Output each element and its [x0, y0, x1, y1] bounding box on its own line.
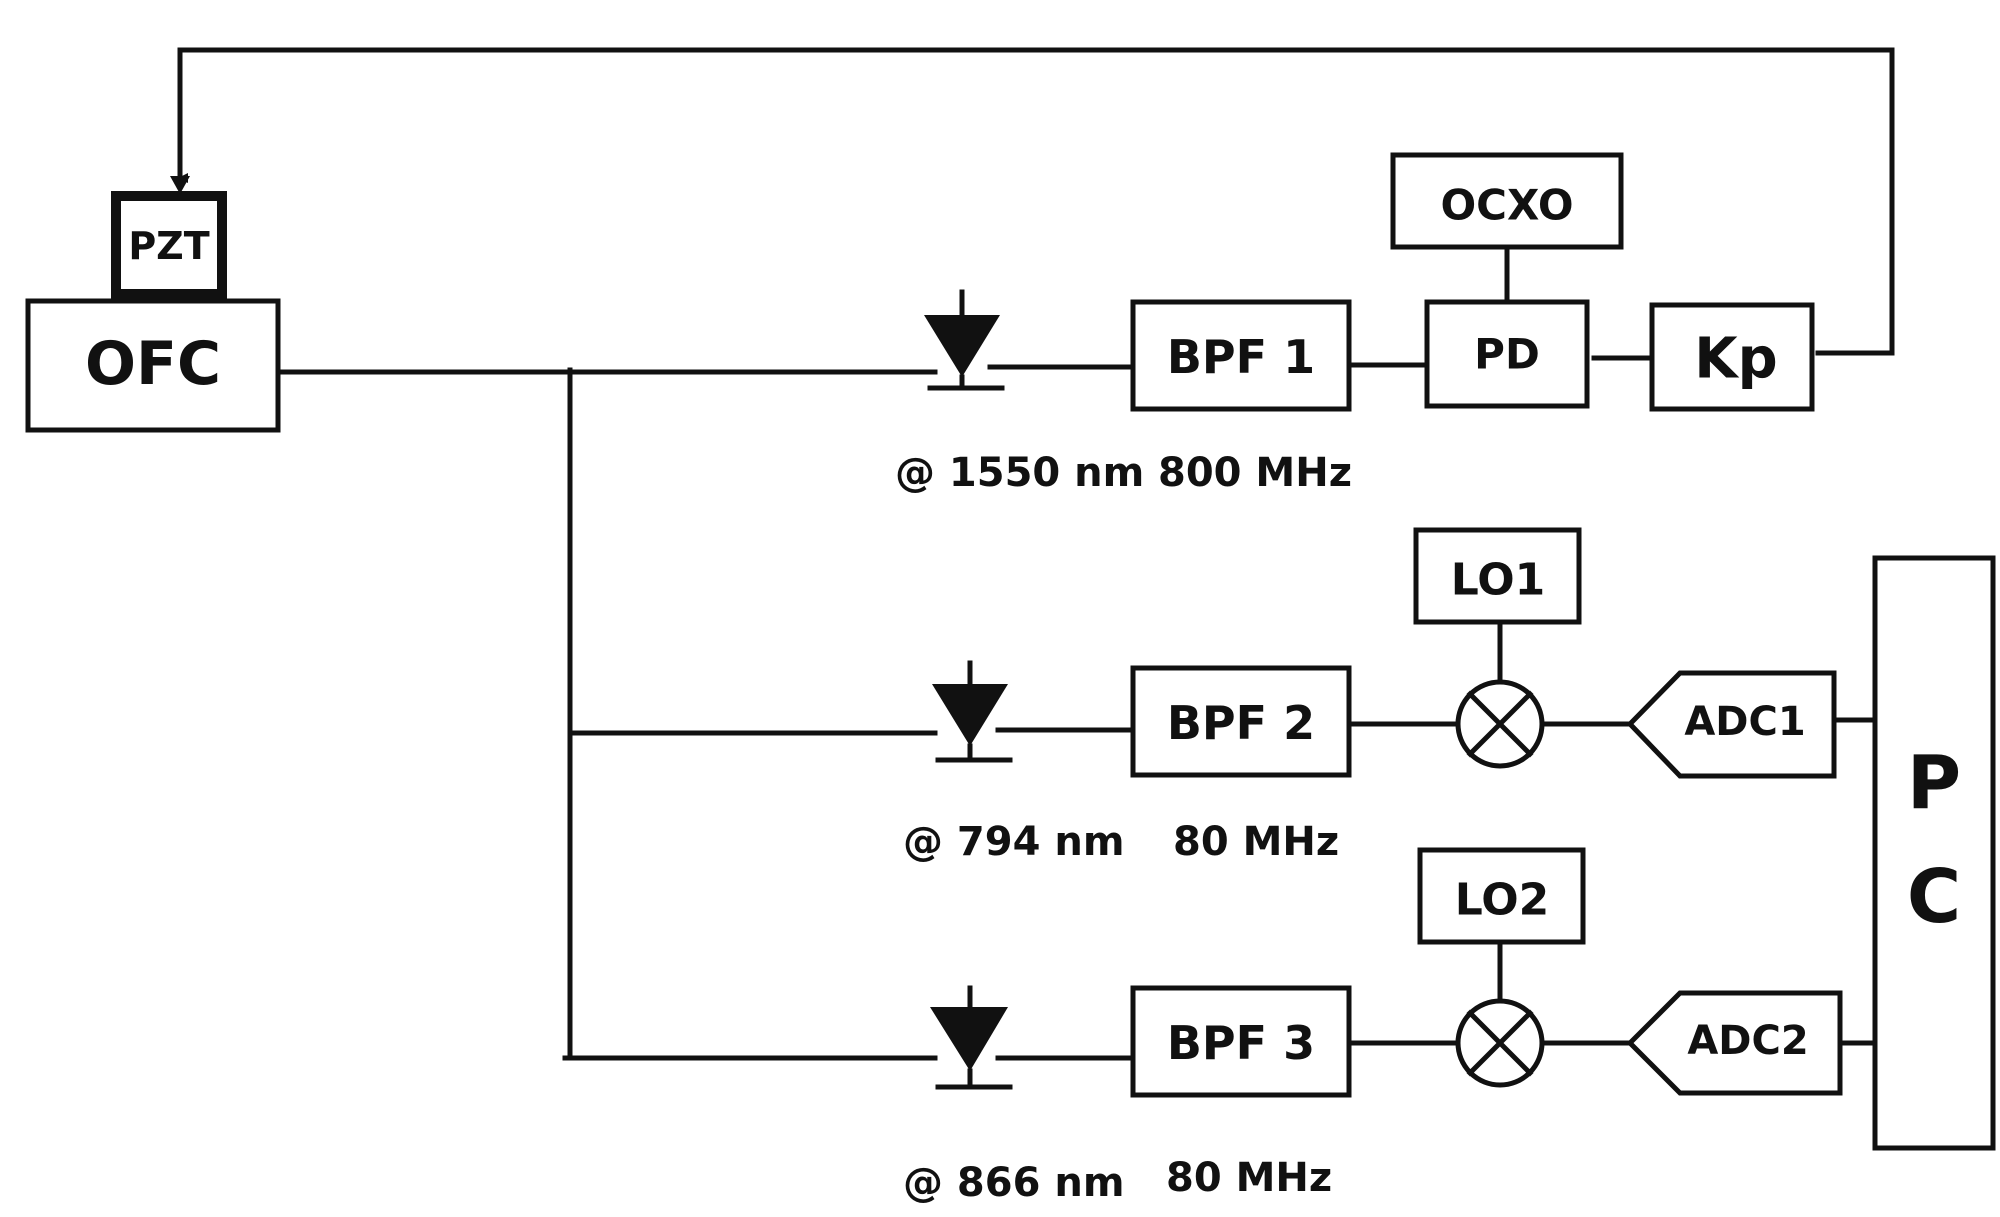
- adc2-block: ADC2: [1626, 990, 1843, 1096]
- frequency-caption-3: 80 MHz: [1166, 1155, 1332, 1201]
- mixer-1-icon: [1455, 679, 1545, 769]
- lo1-block: LO1: [1413, 527, 1582, 625]
- pc-label-top: P: [1907, 740, 1961, 826]
- photodiode-3-icon: [930, 985, 1013, 1090]
- feedback-line: [177, 47, 1895, 356]
- pzt-block: PZT: [111, 191, 227, 299]
- bpf3-block: BPF 3: [1130, 985, 1352, 1098]
- kp-block: Kp: [1649, 302, 1815, 412]
- mixer-2-icon: [1455, 998, 1545, 1088]
- wavelength-caption-2: @ 794 nm: [903, 819, 1125, 865]
- bpf1-block: BPF 1: [1130, 299, 1352, 412]
- frequency-caption-1: 800 MHz: [1158, 450, 1352, 496]
- adc1-label: ADC1: [1684, 699, 1805, 745]
- pd-block: PD: [1424, 299, 1590, 409]
- wavelength-caption-3: @ 866 nm: [903, 1160, 1125, 1206]
- lo2-label: LO2: [1455, 875, 1550, 926]
- lo1-label: LO1: [1451, 555, 1546, 606]
- ofc-block: OFC: [25, 298, 281, 433]
- bpf2-label: BPF 2: [1167, 696, 1315, 750]
- bpf2-block: BPF 2: [1130, 665, 1352, 778]
- pc-label-bottom: C: [1907, 854, 1961, 940]
- kp-label: Kp: [1694, 327, 1777, 392]
- wavelength-caption-1: @ 1550 nm: [895, 450, 1144, 496]
- photodiode-2-icon: [932, 660, 1013, 763]
- pd-label: PD: [1474, 330, 1540, 379]
- photodiode-1-icon: [924, 289, 1005, 391]
- adc2-label: ADC2: [1687, 1018, 1808, 1064]
- bpf3-label: BPF 3: [1167, 1016, 1315, 1070]
- frequency-caption-2: 80 MHz: [1173, 819, 1339, 865]
- lo2-block: LO2: [1417, 847, 1586, 945]
- pzt-label: PZT: [128, 224, 209, 268]
- pc-block: P C: [1872, 555, 1996, 1151]
- bpf1-label: BPF 1: [1167, 330, 1315, 384]
- adc1-block: ADC1: [1626, 670, 1837, 779]
- feedback-arrowhead: [170, 176, 190, 194]
- ocxo-label: OCXO: [1440, 181, 1573, 230]
- ofc-label: OFC: [85, 329, 221, 399]
- ocxo-block: OCXO: [1390, 152, 1624, 250]
